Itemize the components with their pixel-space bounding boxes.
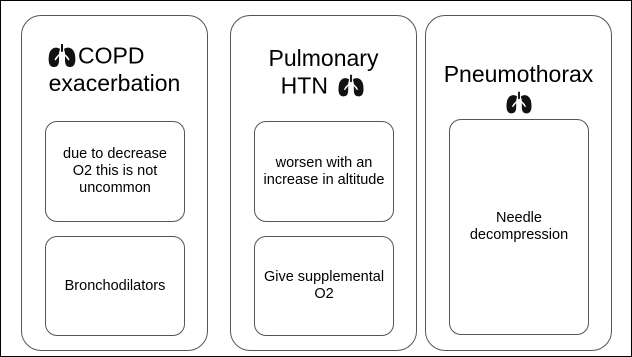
treatment-box: Needle decompression — [449, 119, 589, 335]
column-title: Pneumothorax — [426, 62, 611, 116]
note-box: worsen with an increase in altitude — [254, 121, 394, 222]
lungs-icon — [504, 90, 534, 116]
note-box: due to decrease O2 this is not uncommon — [45, 121, 185, 222]
treatment-box: Bronchodilators — [45, 236, 185, 336]
treatment-text: Bronchodilators — [64, 277, 166, 294]
title-line-1: COPD — [78, 42, 145, 69]
title-line-2: HTN — [280, 72, 328, 99]
treatment-text: Needle decompression — [469, 210, 569, 243]
column-title: COPD exacerbation — [22, 42, 207, 96]
title-line-1: Pneumothorax — [443, 61, 594, 87]
title-line-1: Pulmonary — [268, 45, 379, 71]
treatment-box: Give supplemental O2 — [254, 236, 394, 336]
column-pulmonary-htn: Pulmonary HTN worsen with an increase in… — [230, 15, 417, 351]
lungs-icon — [46, 43, 78, 69]
treatment-text: Give supplemental O2 — [263, 269, 385, 302]
note-text: worsen with an increase in altitude — [263, 154, 385, 188]
note-text: due to decrease O2 this is not uncommon — [63, 146, 167, 196]
lungs-icon — [336, 73, 366, 99]
title-line-2: exacerbation — [48, 69, 181, 96]
column-title: Pulmonary HTN — [231, 46, 416, 99]
column-pneumothorax: Pneumothorax Needle decompression — [425, 15, 612, 351]
column-copd: COPD exacerbation due to decrease O2 thi… — [21, 15, 208, 351]
